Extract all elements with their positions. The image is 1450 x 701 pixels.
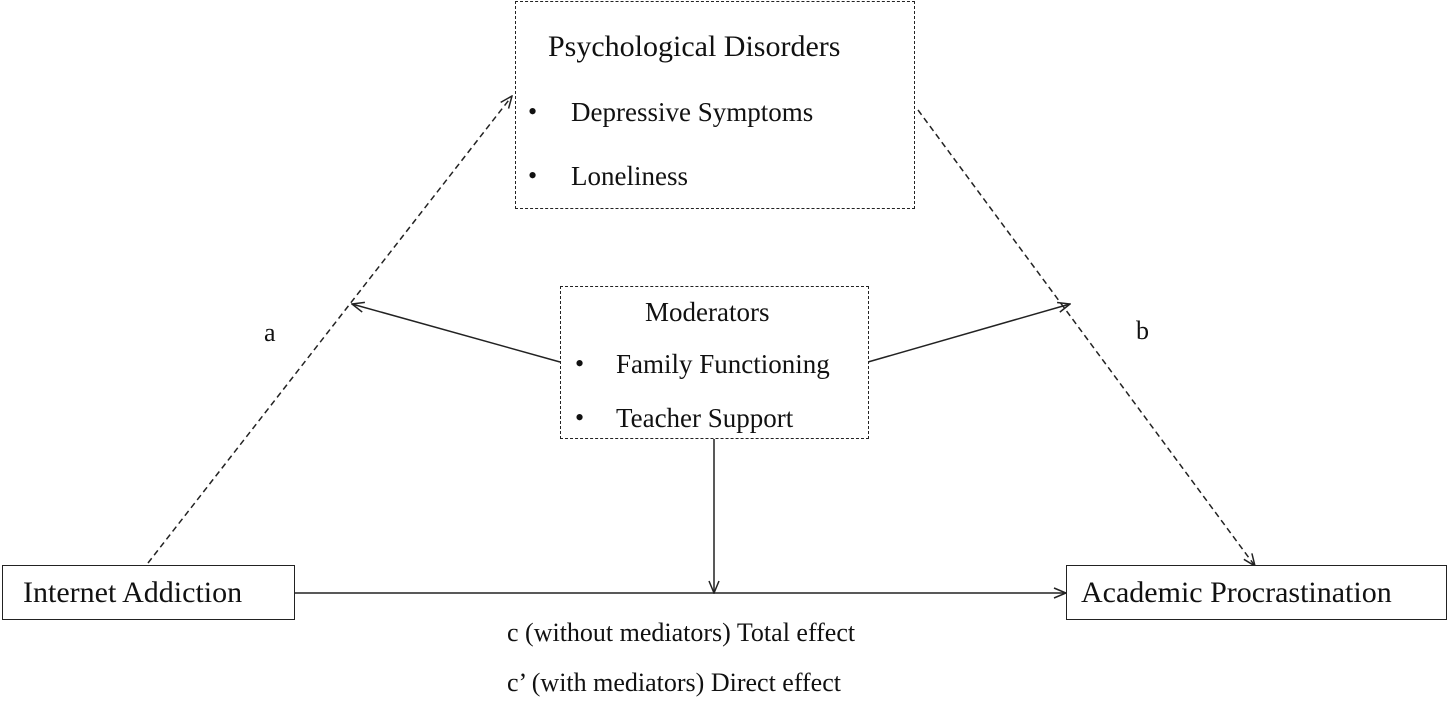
mediator-bullet-2: •	[528, 161, 538, 190]
internet-addiction-label: Internet Addiction	[23, 576, 243, 609]
moderator-to-a-arrow	[352, 304, 561, 363]
path-c-total-label: c (without mediators) Total effect	[507, 618, 856, 647]
mediator-title: Psychological Disorders	[548, 30, 841, 63]
moderator-item-family-functioning: Family Functioning	[616, 349, 830, 379]
path-a-arrow	[147, 96, 512, 564]
academic-procrastination-label: Academic Procrastination	[1081, 576, 1392, 609]
moderator-bullet-2: •	[575, 403, 585, 432]
mediator-item-depressive-symptoms: Depressive Symptoms	[571, 97, 814, 127]
mediator-item-loneliness: Loneliness	[571, 161, 688, 191]
academic-procrastination-box	[1066, 565, 1447, 620]
moderator-title: Moderators	[645, 297, 770, 327]
moderator-bullet-1: •	[575, 349, 585, 378]
mediator-box	[515, 1, 915, 209]
moderator-box	[560, 286, 869, 439]
internet-addiction-box	[2, 565, 295, 620]
path-c-direct-label: c’ (with mediators) Direct effect	[507, 668, 841, 697]
path-a-label: a	[264, 318, 276, 347]
path-b-arrow	[917, 109, 1255, 566]
moderator-item-teacher-support: Teacher Support	[616, 403, 794, 433]
path-b-label: b	[1136, 316, 1149, 345]
mediator-bullet-1: •	[528, 97, 538, 126]
moderator-to-b-arrow	[867, 304, 1070, 363]
